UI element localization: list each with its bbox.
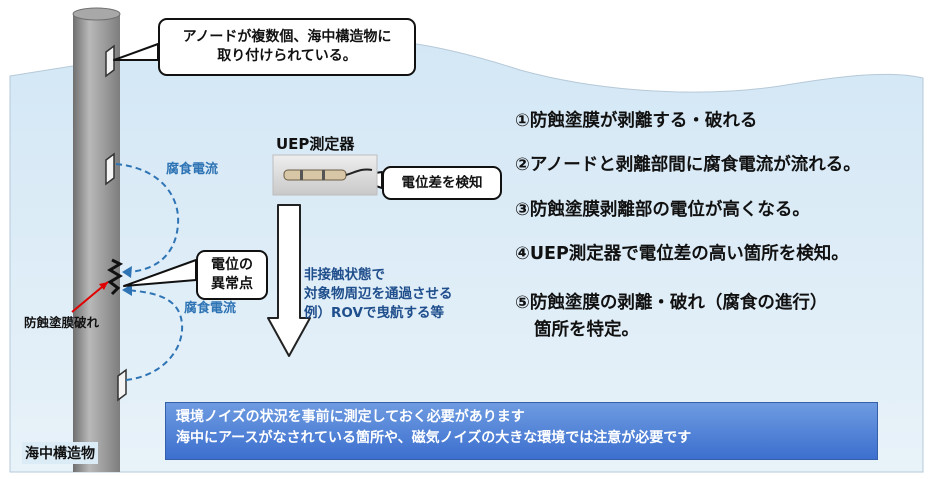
anomaly-callout-line2: 異常点	[211, 276, 253, 292]
movement-line2: 対象物周辺を通過させる	[304, 286, 453, 302]
step-4: ④UEP測定器で電位差の高い箇所を検知。	[515, 244, 849, 264]
potential-diff-callout: 電位差を検知	[382, 166, 502, 200]
anode-callout-line1: アノードが複数個、海中構造物に	[182, 29, 392, 45]
note-line2: 海中にアースがなされている箇所や、磁気ノイズの大きな環境では注意が必要です	[176, 430, 692, 446]
red-pointer-head	[99, 282, 108, 290]
step-5: ⑤防蝕塗膜の剥離・破れ（腐食の進行）	[515, 293, 828, 313]
corrosion-current-bottom-label: 腐食電流	[184, 301, 237, 316]
step-5-continuation: 箇所を特定。	[534, 320, 639, 340]
step-2: ②アノードと剥離部間に腐食電流が流れる。	[515, 155, 861, 175]
step-3: ③防蝕塗膜剥離部の電位が高くなる。	[515, 200, 810, 220]
structure-pole	[73, 14, 120, 472]
anomaly-callout: 電位の 異常点	[196, 250, 268, 300]
corrosion-current-bottom-curve	[123, 289, 184, 381]
anode-3	[117, 368, 127, 402]
corrosion-current-top-label: 腐食電流	[166, 162, 219, 177]
environment-note: 環境ノイズの状況を事前に測定しておく必要があります 海中にアースがなされている箇…	[165, 402, 878, 460]
step-1: ①防蝕塗膜が剥離する・破れる	[515, 111, 758, 131]
anode-callout: アノードが複数個、海中構造物に 取り付けられている。	[158, 18, 416, 76]
potential-diff-text: 電位差を検知	[401, 174, 483, 191]
movement-text: 非接触状態で 対象物周辺を通過させる 例）ROVで曳航する等	[304, 266, 453, 323]
anode-callout-line2: 取り付けられている。	[217, 48, 357, 64]
corrosion-current-bottom-arrowhead	[122, 284, 132, 296]
pole-top	[72, 7, 121, 21]
anomaly-callout-line1: 電位の	[211, 257, 253, 273]
corrosion-current-top-arrowhead	[122, 266, 132, 278]
device-label: UEP測定器	[276, 135, 355, 153]
anode-2	[105, 152, 115, 186]
movement-line1: 非接触状態で	[304, 267, 385, 283]
uep-device-image	[272, 154, 378, 196]
anode-1	[105, 44, 115, 78]
note-line1: 環境ノイズの状況を事前に測定しておく必要があります	[176, 409, 525, 425]
movement-arrow	[267, 204, 311, 357]
coating-break-label: 防蝕塗膜破れ	[24, 315, 100, 330]
corrosion-current-top-curve	[115, 163, 180, 273]
movement-line3: 例）ROVで曳航する等	[304, 305, 444, 321]
structure-label: 海中構造物	[22, 442, 98, 464]
anode-callout-pointer	[113, 43, 159, 61]
coating-break-mark	[107, 258, 124, 296]
